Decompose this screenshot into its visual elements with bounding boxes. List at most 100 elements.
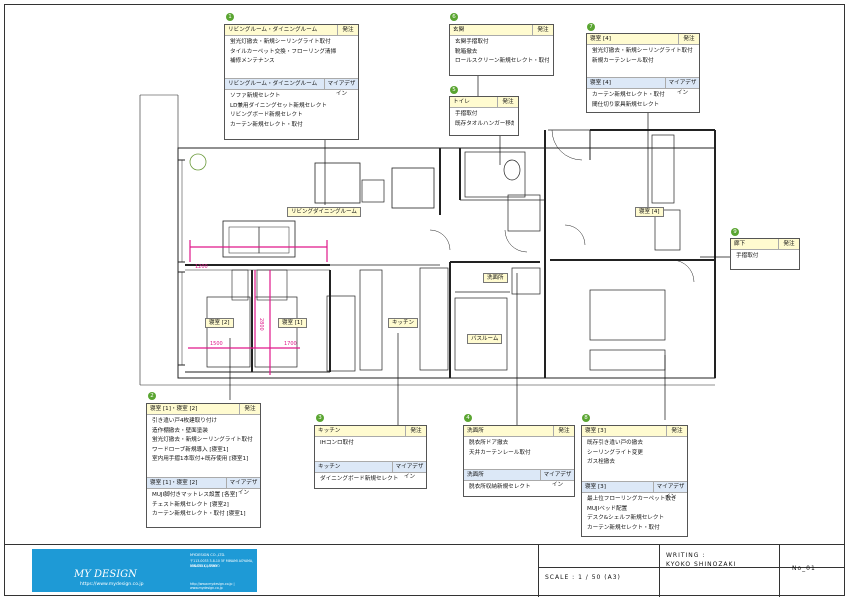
callout-item: 引き違い戸4枚建取り付け: [152, 418, 218, 424]
callout-item: カーテン新規セレクト・取付: [587, 524, 660, 531]
title-divider: [538, 567, 845, 568]
callout-title: 廊下: [734, 241, 746, 247]
tag-order: 発注: [239, 404, 260, 414]
room-label-kitchen: キッチン: [388, 318, 419, 328]
callout-washroom: 洗面所発注 脱衣所ドア撤去 天井カーテンレール取付 洗面所マイアデザイン 脱衣所…: [463, 425, 575, 497]
callout-hallway: 廊下 発注 手摺取付: [730, 238, 800, 270]
tag-mydesign: マイアデザイン: [226, 478, 260, 496]
company-name: MYDESIGN CO.,LTD.: [190, 553, 226, 557]
tag-mydesign: マイアデザイン: [324, 79, 358, 97]
writer-name: KYOKO SHINOZAKI: [666, 561, 737, 568]
callout-item: 既存引き違い戸の撤去: [587, 440, 643, 446]
callout-title: 寝室 [1]・寝室 [2]: [150, 406, 198, 412]
callout-title: キッチン: [318, 464, 341, 470]
callout-number: 5: [450, 86, 458, 94]
room-label-bathroom: バスルーム: [467, 334, 503, 344]
callout-item: カーテン新規セレクト・取付: [592, 92, 665, 98]
callout-title: 寝室 [3]: [585, 484, 606, 490]
sheet-number: No_01: [792, 565, 816, 572]
callout-item: 蛍光灯撤去・新規シーリングライト取付: [152, 437, 253, 443]
tag-mydesign: マイアデザイン: [540, 470, 574, 488]
dimension-label: 1200: [195, 264, 208, 270]
callout-item: 蛍光灯撤去・新規シーリングライト取付: [592, 48, 693, 54]
dimension-label: 1500: [210, 341, 223, 347]
drawing-sheet: [4, 4, 845, 596]
callout-item: カーテン新規セレクト・取付 [寝室1]: [152, 511, 246, 517]
callout-item: IHコンロ取付: [320, 440, 354, 446]
callout-title: 洗面所: [467, 472, 484, 478]
outer-wall: [177, 147, 716, 379]
callout-item: MUJIベッド配置: [587, 505, 628, 512]
callout-item: 手摺取付: [455, 111, 478, 117]
callout-number: 1: [226, 13, 234, 21]
callout-item: ソファ新規セレクト: [230, 93, 281, 99]
callout-item: 造作棚撤去・壁面塗装: [152, 427, 208, 434]
callout-item: チェスト新規セレクト [寝室2]: [152, 501, 229, 508]
tag-mydesign: マイアデザイン: [653, 482, 687, 500]
callout-number: 9: [731, 228, 739, 236]
room-label-bedroom-1: 寝室 [1]: [278, 318, 307, 328]
callout-item: 脱衣所収納新規セレクト: [469, 484, 531, 490]
callout-item: 玄関手摺取付: [455, 39, 489, 45]
room-label-living: リビングダイニングルーム: [287, 207, 361, 217]
tag-order: 発注: [497, 97, 518, 107]
callout-title: トイレ: [453, 99, 470, 105]
callout-title: 玄関: [453, 27, 465, 33]
callout-item: タイルカーペット交換・フローリング清掃: [230, 48, 337, 55]
scale-text: SCALE : 1 / 50 (A3): [545, 574, 621, 581]
scale-cell: SCALE : 1 / 50 (A3): [538, 545, 660, 597]
callout-title: 寝室 [3]: [585, 428, 606, 434]
callout-title: 寝室 [4]: [590, 80, 611, 86]
callout-number: 3: [316, 414, 324, 422]
room-label-washroom: 洗面所: [483, 273, 508, 283]
callout-item: 天井カーテンレール取付: [469, 449, 531, 456]
company-urls: http://www.mydesign.co.jp | www.mydesign…: [190, 582, 235, 590]
dimension-label: 1700: [284, 341, 297, 347]
callout-item: カーテン新規セレクト・取付: [230, 121, 303, 128]
tag-order: 発注: [532, 25, 553, 35]
callout-item: 新規カーテンレール取付: [592, 57, 654, 64]
title-block: MY DESIGN https://www.mydesign.co.jp MYD…: [4, 544, 845, 597]
callout-item: 蛍光灯撤去・新規シーリングライト取付: [230, 39, 331, 45]
callout-number: 4: [464, 414, 472, 422]
writer-cell: WRITING : KYOKO SHINOZAKI: [659, 545, 780, 597]
room-label-bedroom-4: 寝室 [4]: [635, 207, 664, 217]
callout-living-dining: リビングルーム・ダイニングルーム発注 蛍光灯撤去・新規シーリングライト取付 タイ…: [224, 24, 359, 140]
callout-item: 間仕切り家具新規セレクト: [592, 101, 660, 108]
tag-order: 発注: [553, 426, 574, 436]
callout-number: 8: [582, 414, 590, 422]
tag-order: 発注: [778, 239, 799, 249]
brand-website: https://www.mydesign.co.jp: [80, 582, 144, 587]
callout-item: 手摺取付: [736, 253, 759, 259]
company-address: 〒113-0033 3-8-10 5F MINAMI AOYAMA, MINAT…: [190, 559, 254, 568]
tag-order: 発注: [337, 25, 358, 35]
tag-order: 発注: [678, 34, 699, 44]
callout-number: 7: [587, 23, 595, 31]
callout-bedroom-1-2: 寝室 [1]・寝室 [2]発注 引き違い戸4枚建取り付け 造作棚撤去・壁面塗装 …: [146, 403, 261, 528]
tag-mydesign: マイアデザイン: [665, 78, 699, 96]
callout-item: 補修メンテナンス: [230, 58, 275, 64]
callout-bedroom-3: 寝室 [3]発注 既存引き違い戸の撤去 シーリングライト変更 ガス栓撤去 寝室 …: [581, 425, 688, 537]
callout-item: リビングボード新規セレクト: [230, 112, 303, 118]
callout-number: 6: [450, 13, 458, 21]
callout-item: シーリングライト変更: [587, 449, 643, 456]
writing-label: WRITING :: [666, 552, 706, 559]
callout-item: 最上位フローリングカーペット敷き: [587, 496, 677, 502]
company-address-2: 150-0001, JAPAN: [190, 564, 217, 568]
callout-title: 寝室 [1]・寝室 [2]: [150, 480, 198, 486]
brand-name: MY DESIGN: [74, 569, 137, 580]
callout-bedroom-4: 寝室 [4]発注 蛍光灯撤去・新規シーリングライト取付 新規カーテンレール取付 …: [586, 33, 700, 113]
callout-item: MUJI脚付きマットレス設置 [各室]: [152, 492, 238, 498]
tag-mydesign: マイアデザイン: [392, 462, 426, 480]
callout-title: キッチン: [318, 428, 341, 434]
dimension-lines: [188, 240, 328, 375]
callout-item: ロールスクリーン新規セレクト・取付: [455, 58, 549, 64]
callout-title: 寝室 [4]: [590, 36, 611, 42]
room-label-bedroom-2: 寝室 [2]: [205, 318, 234, 328]
tag-order: 発注: [666, 426, 687, 436]
callout-item: ワードローブ新規導入 [寝室1]: [152, 446, 229, 453]
callout-toilet: トイレ発注 手摺取付 既存タオルハンガー移設: [449, 96, 519, 136]
callout-item: 靴箱撤去: [455, 48, 478, 55]
callout-kitchen: キッチン発注 IHコンロ取付 キッチンマイアデザイン ダイニングボード新規セレク…: [314, 425, 427, 489]
